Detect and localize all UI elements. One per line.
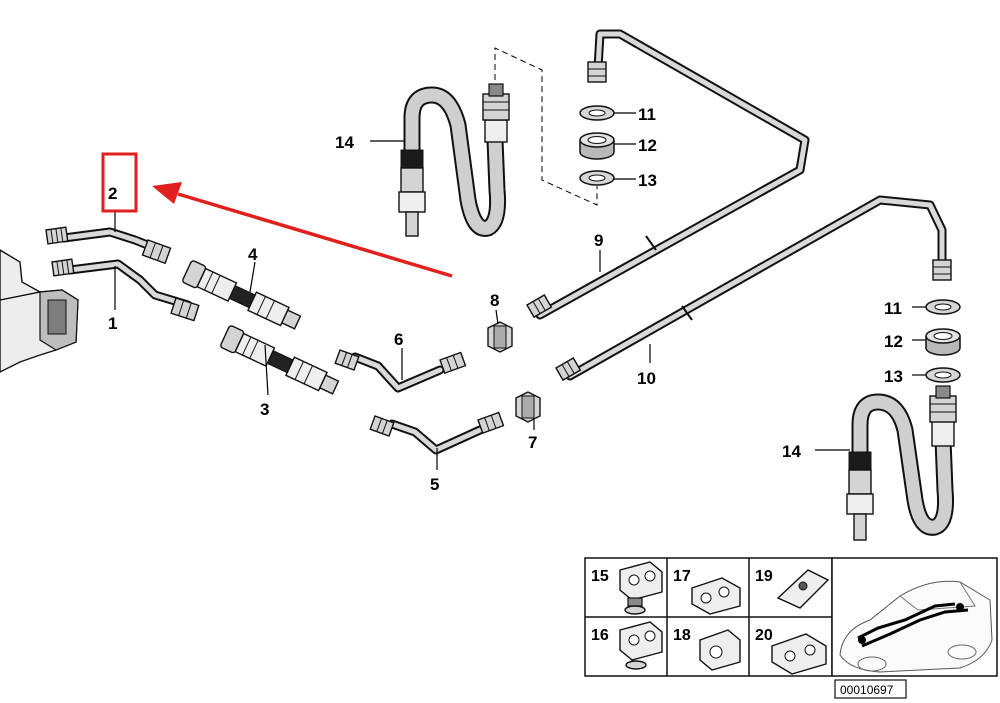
brake-pipe-5[interactable] <box>369 411 505 455</box>
inset-label-17: 17 <box>673 568 691 585</box>
clip-20[interactable] <box>771 633 827 675</box>
highlight-annotation <box>101 152 453 278</box>
label-part-7: 7 <box>528 433 537 452</box>
label-part-13-lower: 13 <box>884 367 903 386</box>
mounting-block <box>0 249 79 373</box>
brake-pipe-10[interactable] <box>555 195 952 382</box>
brake-pipe-2[interactable] <box>45 226 172 265</box>
brake-pipe-9[interactable] <box>526 29 810 320</box>
highlight-arrow-shaft <box>177 192 453 278</box>
sealing-ring-13-upper[interactable] <box>579 170 615 186</box>
clip-inset-table: 15 17 19 16 18 20 <box>584 557 833 677</box>
union-nut-7[interactable] <box>515 391 541 423</box>
label-part-1: 1 <box>108 314 117 333</box>
part-labels: 2 1 4 3 6 5 8 7 9 10 11 12 13 14 11 12 1… <box>108 105 903 494</box>
brake-hose-14-upper[interactable] <box>398 83 510 237</box>
label-part-14-upper: 14 <box>335 133 354 152</box>
leader-lines <box>114 112 926 470</box>
union-nut-8[interactable] <box>487 321 513 353</box>
label-part-4: 4 <box>248 245 258 264</box>
sealing-ring-11-upper[interactable] <box>579 105 615 121</box>
seal-12-lower[interactable] <box>925 328 961 356</box>
brake-hose-14-lower[interactable] <box>846 385 957 541</box>
clip-15[interactable] <box>619 561 663 615</box>
label-part-14-lower: 14 <box>782 442 801 461</box>
sealing-ring-13-lower[interactable] <box>925 367 961 383</box>
inset-label-18: 18 <box>673 627 691 644</box>
label-part-11-upper: 11 <box>638 105 656 124</box>
label-part-11-lower: 11 <box>884 299 902 318</box>
label-part-2: 2 <box>108 184 117 203</box>
brake-hose-3[interactable] <box>220 325 341 398</box>
sealing-ring-11-lower[interactable] <box>925 299 961 315</box>
label-part-8: 8 <box>490 291 499 310</box>
highlight-box <box>101 152 138 213</box>
diagram-code: 00010697 <box>840 683 894 697</box>
clip-18[interactable] <box>699 629 741 671</box>
brake-pipe-1[interactable] <box>51 258 200 322</box>
brake-hose-4[interactable] <box>182 260 303 333</box>
seal-12-upper[interactable] <box>579 132 615 160</box>
highlight-arrow-head <box>152 182 182 204</box>
inset-label-16: 16 <box>591 627 609 644</box>
label-part-3: 3 <box>260 400 269 419</box>
label-part-9: 9 <box>594 231 603 250</box>
label-part-13-upper: 13 <box>638 171 657 190</box>
label-part-12-upper: 12 <box>638 136 657 155</box>
label-part-12-lower: 12 <box>884 332 903 351</box>
label-part-10: 10 <box>637 369 656 388</box>
diagram-code-box: 00010697 <box>834 679 907 699</box>
clip-16[interactable] <box>619 621 663 670</box>
brake-pipe-6[interactable] <box>334 349 467 393</box>
vehicle-location-inset <box>831 557 998 677</box>
label-part-6: 6 <box>394 330 403 349</box>
inset-label-15: 15 <box>591 568 609 585</box>
label-part-5: 5 <box>430 475 439 494</box>
clip-17[interactable] <box>691 577 741 615</box>
clip-19[interactable] <box>776 569 830 609</box>
inset-label-19: 19 <box>755 568 773 585</box>
inset-label-20: 20 <box>755 627 773 644</box>
